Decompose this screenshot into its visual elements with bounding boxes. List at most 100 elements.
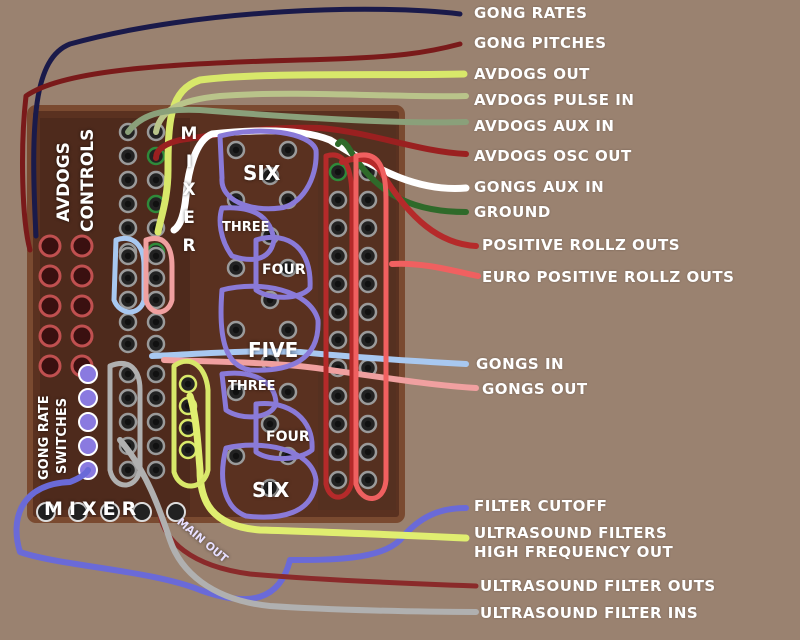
jack-hole	[185, 381, 191, 387]
three-bottom-label: THREE	[228, 380, 276, 393]
knob	[40, 266, 60, 286]
four-top-label: FOUR	[262, 263, 306, 277]
jack-hole	[125, 253, 131, 259]
jack-hole	[153, 253, 159, 259]
jack-hole	[125, 297, 131, 303]
knob	[72, 296, 92, 316]
jack-hole	[153, 395, 159, 401]
jack-hole	[335, 169, 341, 175]
jack-hole	[153, 443, 159, 449]
jack-hole	[365, 477, 371, 483]
label-avdogs-out: AVDOGS OUT	[474, 67, 590, 82]
avdogs-panel-label: AVDOGS	[56, 142, 73, 222]
gong-rate-panel-label: GONG RATE	[38, 395, 51, 480]
jack-hole	[233, 147, 239, 153]
jack-hole	[153, 319, 159, 325]
knob	[72, 236, 92, 256]
switch-knob	[79, 389, 97, 407]
jack-hole	[365, 281, 371, 287]
label-ultrasound-filters: ULTRASOUND FILTERS	[474, 526, 667, 541]
jack-hole	[365, 449, 371, 455]
jack-hole	[335, 421, 341, 427]
six-top-label: SIX	[243, 163, 280, 183]
jack-hole	[125, 153, 131, 159]
jack-hole	[285, 327, 291, 333]
label-avdogs-aux-in: AVDOGS AUX IN	[474, 119, 615, 134]
switch-knob	[79, 437, 97, 455]
label-avdogs-osc-out: AVDOGS OSC OUT	[474, 149, 632, 164]
jack-hole	[125, 467, 131, 473]
label-avdogs-pulse-in: AVDOGS PULSE IN	[474, 93, 634, 108]
jack-hole	[335, 337, 341, 343]
jack-hole	[365, 309, 371, 315]
label-positive-rollz-outs: POSITIVE ROLLZ OUTS	[482, 238, 680, 253]
knob	[40, 326, 60, 346]
jack-hole	[335, 393, 341, 399]
jack-hole	[125, 201, 131, 207]
jack-hole	[185, 447, 191, 453]
jack-hole	[335, 253, 341, 259]
label-gong-rates: GONG RATES	[474, 6, 587, 21]
six-bottom-label: SIX	[252, 480, 289, 500]
jack-hole	[335, 225, 341, 231]
jack-hole	[153, 467, 159, 473]
four-bottom-label: FOUR	[266, 430, 310, 444]
jack-hole	[335, 477, 341, 483]
switch-knob	[79, 413, 97, 431]
knob	[40, 296, 60, 316]
jack-hole	[335, 449, 341, 455]
five-label: FIVE	[248, 340, 298, 360]
jack-hole	[125, 341, 131, 347]
jack-hole	[125, 177, 131, 183]
jack-hole	[153, 201, 159, 207]
jack-hole	[267, 421, 273, 427]
jack-hole	[185, 425, 191, 431]
jack-hole	[153, 177, 159, 183]
label-euro-positive-rollz-outs: EURO POSITIVE ROLLZ OUTS	[482, 270, 734, 285]
jack-hole	[233, 265, 239, 271]
jack-hole	[125, 319, 131, 325]
label-gongs-aux-in: GONGS AUX IN	[474, 180, 604, 195]
switch-knob	[79, 365, 97, 383]
mixer-vertical-text: MIXER	[180, 124, 197, 264]
jack-hole	[153, 419, 159, 425]
controls-panel-label: CONTROLS	[80, 129, 97, 232]
jack-hole	[365, 393, 371, 399]
jack-hole	[153, 297, 159, 303]
knob	[72, 326, 92, 346]
jack-hole	[125, 275, 131, 281]
jack-hole	[153, 341, 159, 347]
jack-hole	[365, 197, 371, 203]
jack-hole	[365, 365, 371, 371]
mixer-vertical-label: MIXER	[180, 124, 200, 264]
jack-hole	[365, 337, 371, 343]
jack-hole	[153, 371, 159, 377]
label-gongs-out: GONGS OUT	[482, 382, 588, 397]
label-gongs-in: GONGS IN	[476, 357, 564, 372]
jack-hole	[365, 253, 371, 259]
knob	[40, 236, 60, 256]
jack-hole	[125, 225, 131, 231]
knob	[40, 356, 60, 376]
label-filter-cutoff: FILTER CUTOFF	[474, 499, 607, 514]
jack-hole	[285, 147, 291, 153]
three-top-label: THREE	[222, 221, 270, 234]
label-ultrasound-filter-outs: ULTRASOUND FILTER OUTS	[480, 579, 716, 594]
switches-panel-label: SWITCHES	[56, 398, 69, 474]
jack-hole	[125, 395, 131, 401]
label-gong-pitches: GONG PITCHES	[474, 36, 607, 51]
mixer-bottom-label: MIXER	[44, 500, 142, 519]
jack-hole	[233, 453, 239, 459]
jack-hole	[125, 371, 131, 377]
jack-hole	[285, 389, 291, 395]
knob	[72, 266, 92, 286]
jack-hole	[365, 421, 371, 427]
jack-hole	[335, 281, 341, 287]
label-ultrasound-filter-ins: ULTRASOUND FILTER INS	[480, 606, 698, 621]
label-ground: GROUND	[474, 205, 551, 220]
jack-hole	[125, 419, 131, 425]
jack-hole	[233, 327, 239, 333]
jack-hole	[335, 197, 341, 203]
jack-hole	[153, 275, 159, 281]
